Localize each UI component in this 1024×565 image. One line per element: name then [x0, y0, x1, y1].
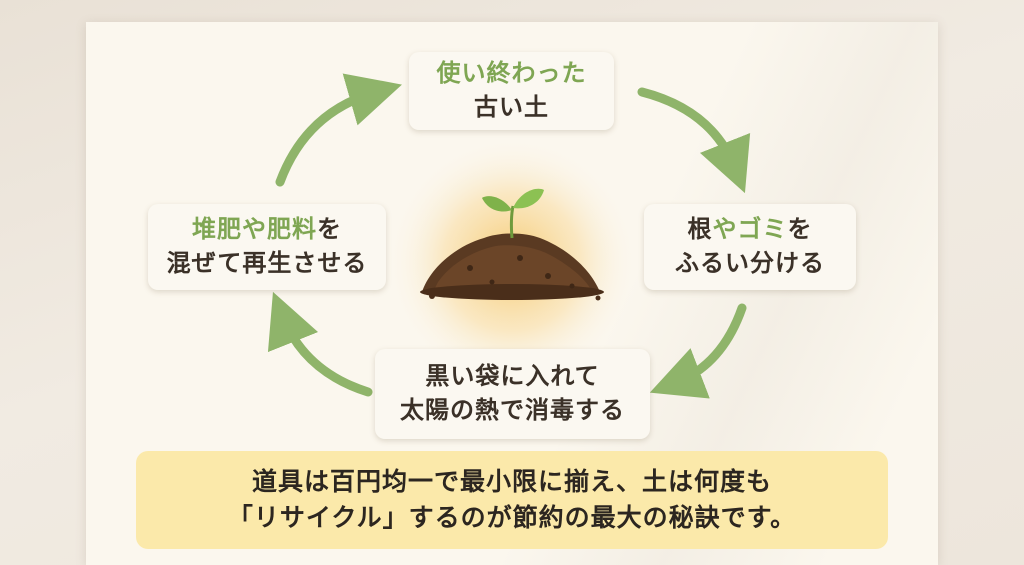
step-left-line1: 堆肥や肥料を	[192, 213, 342, 247]
word-fertilizer: 肥料	[267, 215, 317, 244]
word-compost: 堆肥	[192, 215, 242, 244]
step-right-line1: 根やゴミを	[688, 213, 813, 247]
word-ya: や	[712, 215, 738, 244]
step-bottom-line2: 太陽の熱で消毒する	[400, 396, 625, 424]
cycle-arrow-icon	[267, 73, 751, 399]
sprout-icon	[482, 188, 544, 239]
word-trash: ゴミ	[737, 215, 788, 244]
word-wo-left: を	[317, 215, 342, 244]
summary-line1: 道具は百円均一で最小限に揃え、土は何度も	[251, 466, 772, 496]
step-right-line2: ふるい分ける	[675, 249, 825, 277]
soil-pile-icon	[420, 233, 604, 301]
word-ya-left: や	[242, 215, 267, 244]
step-top-line2: 古い土	[474, 93, 549, 121]
word-roots: 根	[687, 215, 713, 244]
step-regenerate: 堆肥や肥料を 混ぜて再生させる	[148, 204, 386, 290]
step-bottom-line1: 黒い袋に入れて	[425, 362, 600, 391]
word-wo: を	[787, 215, 813, 244]
step-used-soil: 使い終わった 古い土	[409, 52, 614, 130]
step-top-line1: 使い終わった	[436, 59, 587, 88]
summary-line2: 「リサイクル」するのが節約の最大の秘訣です。	[227, 503, 797, 532]
step-sterilize: 黒い袋に入れて 太陽の熱で消毒する	[375, 349, 650, 439]
step-sift: 根やゴミを ふるい分ける	[644, 204, 856, 290]
step-left-line2: 混ぜて再生させる	[166, 249, 368, 277]
summary-banner: 道具は百円均一で最小限に揃え、土は何度も 「リサイクル」するのが節約の最大の秘訣…	[136, 451, 888, 549]
